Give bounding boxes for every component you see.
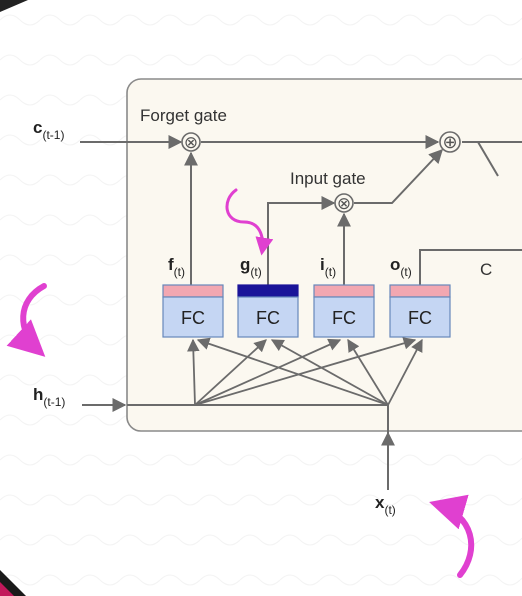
gate-i-box: [313, 296, 375, 338]
gate-f: f(t) FC: [162, 255, 224, 338]
annotation-loop-arrow: [225, 188, 274, 256]
gate-g-box: [237, 296, 299, 338]
input-to-add-line: [354, 148, 443, 204]
cell-add-icon: ⊕: [442, 132, 457, 153]
input-multiply-icon: ⊗: [337, 194, 351, 214]
forget-gate-label: Forget gate: [140, 106, 227, 125]
h-prev-label: h(t-1): [33, 385, 65, 409]
lstm-cell-box: [126, 78, 522, 432]
corner-decoration-top: [0, 0, 28, 12]
gate-o-fc-label: FC: [408, 308, 432, 328]
x-fan-connections: [196, 337, 423, 406]
gate-f-fc-label: FC: [181, 308, 205, 328]
gate-g-strip: [237, 284, 299, 298]
gate-i-fc-label: FC: [332, 308, 356, 328]
gate-g-label: g(t): [240, 255, 262, 279]
gate-i: i(t) FC: [313, 255, 375, 338]
gate-o-label: o(t): [390, 255, 412, 279]
o-output-line: [419, 249, 522, 285]
corner-decoration-bottom-accent: [0, 582, 14, 596]
g-to-input-multiply-line: [267, 196, 336, 285]
forget-multiply-node: [181, 132, 201, 152]
x-t-label: x(t): [375, 493, 396, 517]
gate-i-label: i(t): [320, 255, 336, 279]
gate-o: o(t) FC: [389, 255, 451, 338]
gate-f-box: [162, 296, 224, 338]
gate-f-label: f(t): [168, 255, 185, 279]
gate-o-box: [389, 296, 451, 338]
partial-right-label: C: [480, 260, 492, 279]
forget-multiply-icon: ⊗: [184, 133, 198, 153]
annotation-left-curved-arrow: [6, 283, 47, 357]
gate-i-strip: [313, 284, 375, 298]
c-prev-label: c(t-1): [33, 118, 64, 142]
gate-g-fc-label: FC: [256, 308, 280, 328]
gate-g: g(t) FC: [237, 255, 299, 338]
h-fan-connections: [187, 337, 417, 406]
annotation-bottom-curved-arrow: [429, 494, 475, 578]
input-gate-label: Input gate: [290, 169, 366, 188]
gate-o-strip: [389, 284, 451, 298]
cell-add-node: [439, 131, 461, 153]
gate-f-strip: [162, 284, 224, 298]
cell-state-branch: [477, 141, 499, 177]
